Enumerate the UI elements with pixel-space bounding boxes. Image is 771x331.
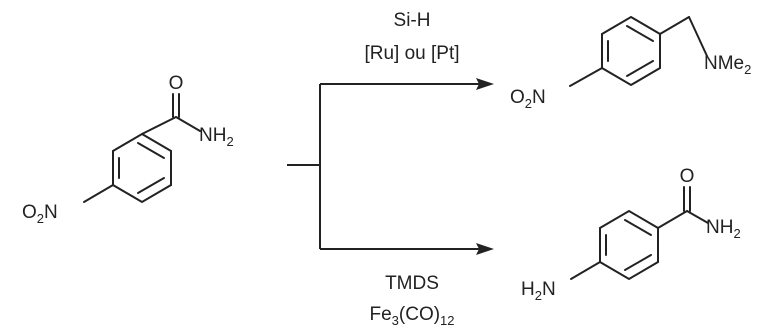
reactant-carbonyl-oxygen: O xyxy=(169,73,184,94)
upper-product-side-chain xyxy=(659,16,708,57)
lower-product-benzene-ring xyxy=(599,209,659,281)
lower-catalyst-label: Fe3(CO)12 xyxy=(369,304,454,328)
lower-product-amine-bond xyxy=(570,261,601,280)
lower-product-amide-group: NH2 xyxy=(706,217,741,241)
branching-arrow xyxy=(287,78,494,255)
upper-arrowhead xyxy=(476,78,494,90)
lower-product-amide-bonds xyxy=(657,186,709,229)
reactant-nitro-group: O2N xyxy=(22,202,58,226)
upper-product-nitro-bond xyxy=(569,67,603,87)
reactant-benzene-ring xyxy=(112,132,172,204)
lower-product-structure: O NH2 H2N xyxy=(521,166,741,303)
reactant-structure: O NH2 O2N xyxy=(22,73,234,226)
upper-product-benzene-ring xyxy=(601,15,661,87)
upper-product-nitro-group: O2N xyxy=(510,87,546,111)
reactant-amide-group: NH2 xyxy=(199,125,234,149)
lower-arrowhead xyxy=(476,243,494,255)
lower-product-carbonyl-oxygen: O xyxy=(680,166,695,187)
reactant-nitro-bond xyxy=(83,184,114,203)
reactant-amide-bonds xyxy=(141,93,201,135)
lower-reagent-label: TMDS xyxy=(385,273,439,294)
upper-reagent-label: Si-H xyxy=(394,10,431,31)
upper-catalyst-label: [Ru] ou [Pt] xyxy=(364,43,459,64)
upper-product-dimethylamino-group: NMe2 xyxy=(704,53,751,77)
upper-product-structure: NMe2 O2N xyxy=(510,15,751,111)
lower-product-amino-group: H2N xyxy=(521,279,556,303)
